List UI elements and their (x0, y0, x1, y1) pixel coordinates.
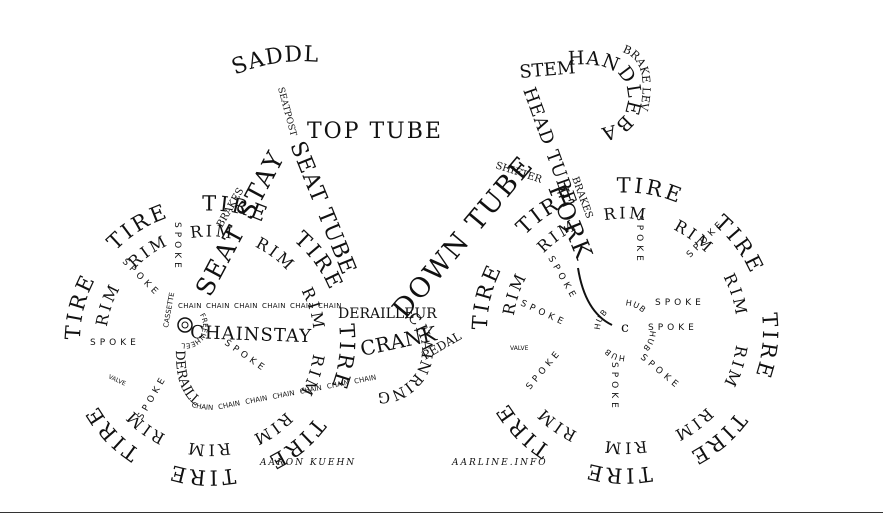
chain-upper-4: CHAIN (262, 302, 286, 310)
hub-label-2: HUB (625, 298, 648, 315)
chain-lower-4: CHAIN (272, 389, 295, 401)
chainstay-label: CHAINSTAY (190, 322, 313, 347)
top-tube-label: TOP TUBE (307, 119, 443, 144)
front-spoke-label-1: SPOKE (634, 215, 644, 265)
freewheel-hub-mark (177, 317, 193, 333)
hub-axle-mark: c (621, 320, 629, 336)
front-spoke-label-6: SPOKE (609, 362, 619, 412)
chain-lower-1: CHAIN (191, 401, 214, 412)
front-rim-label-5: RIM (720, 270, 752, 319)
chain-upper-1: CHAIN (178, 302, 202, 310)
seatpost-label: SEATPOST (275, 86, 298, 137)
chain-upper-6: CHAIN (318, 302, 342, 310)
front-spoke-label-3: SPOKE (655, 298, 705, 308)
derailleur-front-label: DERAILLEUR (338, 306, 437, 322)
chain-upper-3: CHAIN (234, 302, 258, 310)
cassette-label: CASSETTE (162, 292, 176, 329)
rear-valve-label: VALVE (107, 373, 127, 387)
brake-lever-label: BRAKE LEVER (0, 0, 653, 113)
credits: AARON KUEHN AARLINE.INFO (259, 458, 548, 468)
front-spoke-label-4: SPOKE (648, 323, 698, 333)
freewheel-hub-inner (181, 321, 189, 329)
saddle-label: SADDLE (0, 0, 320, 80)
fork-dropout-curve (577, 267, 613, 326)
chain-lower-2: CHAIN (217, 399, 240, 411)
front-spoke-label-7: SPOKE (525, 347, 565, 392)
hub-label-3: HUB (641, 330, 658, 353)
front-spoke-label-5: SPOKE (638, 353, 683, 393)
rear-spoke-label-4: SPOKE (136, 373, 170, 421)
chain-lower-3: CHAIN (245, 394, 268, 406)
rear-tire-label-outer-7: TIRE (165, 460, 237, 490)
site-credit: AARLINE.INFO (451, 458, 548, 468)
front-tire-label-3: TIRE (617, 173, 688, 208)
rear-spoke-label-1: SPOKE (172, 222, 182, 272)
author-credit: AARON KUEHN (259, 458, 356, 468)
front-tire-label-7: TIRE (582, 458, 654, 487)
rear-spoke-label-3: SPOKE (90, 338, 140, 348)
chain-lower-7: CHAIN (354, 374, 377, 386)
seat-stay-label: SEAT STAY (190, 145, 291, 300)
fork-label: FORK (542, 180, 598, 265)
front-tire-label-5: TIRE (750, 312, 782, 383)
rear-rim-label-4: RIM (253, 233, 300, 275)
bottom-divider (0, 512, 883, 513)
stem-label: STEM (519, 57, 577, 83)
front-rim-label-6: RIM (719, 344, 751, 392)
front-spoke-label-8: SPOKE (519, 299, 568, 329)
front-valve-label: VALVE (510, 345, 529, 352)
rear-rim-label-3: RIM (189, 221, 236, 243)
chain-upper-5: CHAIN (290, 302, 314, 310)
chain-upper-2: CHAIN (206, 302, 230, 310)
front-rim-label-3: RIM (603, 203, 650, 224)
front-wheel: TIRE TIRE TIRE TIRE TIRE TIRE TIRE TIRE … (468, 173, 782, 487)
front-rim-label-8: RIM (601, 437, 648, 458)
rear-tire-label-outer: TIRE (61, 269, 101, 340)
hub-label-4: HUB (602, 346, 625, 362)
front-tire-label-1: TIRE (468, 259, 507, 330)
rear-rim-label-8: RIM (184, 438, 231, 459)
